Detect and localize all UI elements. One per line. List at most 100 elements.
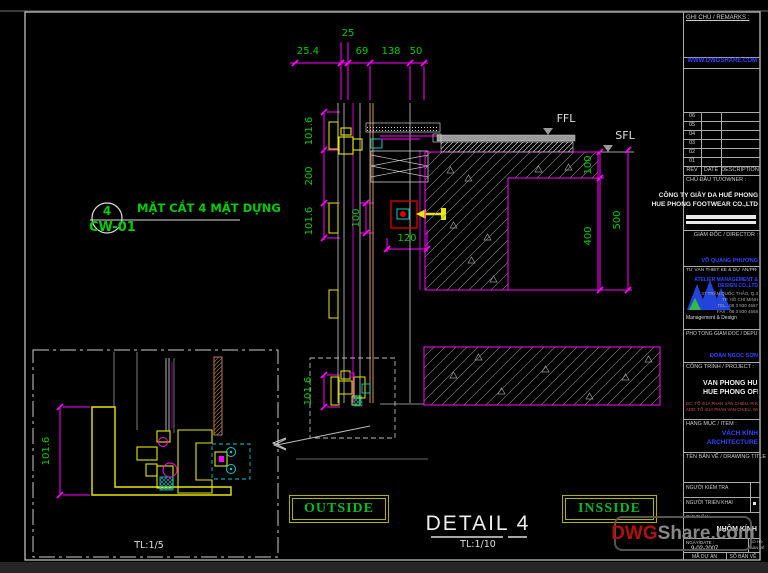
item-value1: VÁCH KÍNH xyxy=(721,430,758,437)
dim-slab-100: 100 xyxy=(583,155,594,175)
item-value2: ARCHITECTURE xyxy=(706,439,758,446)
head-connection-detail xyxy=(338,122,441,183)
watermark-share: Share.com xyxy=(657,522,755,544)
deputy-label: PHÓ TỔNG GIÁM ĐỐC / DEPUTY GENERAL DIREC… xyxy=(686,331,757,337)
detail-scale-label: TL:1/10 xyxy=(460,539,496,550)
floor-slab-upper xyxy=(424,133,634,291)
owner-name-en: HUE PHONG FOOTWEAR CO.,LTD xyxy=(651,201,758,208)
consultant-logo xyxy=(687,280,731,310)
project-address-en: ADD: TỔ 4/1A PHAN VAN CHIEU, WARD 12, GO… xyxy=(686,407,758,412)
outside-label: OUTSIDE xyxy=(303,501,375,516)
contract-label2: BẢN VẼ xyxy=(750,545,765,550)
sfl-label: SFL xyxy=(615,129,635,142)
top-dimension-chain xyxy=(290,42,428,100)
detail-title: DETAIL 4 xyxy=(425,512,531,535)
dim-transom-101_6: 101.6 xyxy=(303,376,314,406)
material-label: NHÔM KÍNH xyxy=(716,526,757,533)
ffl-label: FFL xyxy=(556,112,576,125)
transom-detail xyxy=(338,370,371,407)
callout-code: CW-01 xyxy=(89,220,136,235)
callout-box xyxy=(272,357,396,451)
drafter-mark xyxy=(753,502,756,505)
curtain-wall-section xyxy=(296,103,428,460)
drawing-title-label: TÊN BẢN VẼ / DRAWING TITLE : xyxy=(686,454,768,460)
rev-number: 04 xyxy=(688,131,696,137)
logo-caption: Management & Design xyxy=(686,315,737,321)
dim-top-138: 138 xyxy=(381,46,401,57)
project-name-en: HUE PHONG OFFICE xyxy=(703,389,758,396)
owner-bar xyxy=(686,221,756,224)
owner-name-vi: CÔNG TY GIẦY DA HUẾ PHONG xyxy=(658,192,758,199)
consultant-info: FAX : 08 3 930 4568 xyxy=(716,309,758,314)
rev-col2-divider xyxy=(721,112,722,175)
dim-anchor-120: 120 xyxy=(397,233,417,244)
rev-header-rev: REV xyxy=(686,167,698,173)
project-label: CÔNG TRÌNH / PROJECT : xyxy=(686,364,754,370)
rev-number: 05 xyxy=(688,122,696,128)
remarks-link[interactable]: WWW.DWGSHARE.COM xyxy=(687,58,757,64)
rev-number: 03 xyxy=(688,140,696,146)
consultant-info: TEL : 08 3 930 4567 xyxy=(717,303,758,308)
titleblock-left-border xyxy=(683,12,684,560)
rev-header-date: DATE xyxy=(703,167,719,173)
sign-col-divider xyxy=(750,482,751,512)
window-bottom-edge xyxy=(0,562,768,573)
dim-top-50: 50 xyxy=(409,46,423,57)
deputy-signature: ĐOÀN NGỌC SƠN xyxy=(709,353,758,359)
rev-header-desc: DESCRIPTION xyxy=(721,167,759,173)
section-callout xyxy=(90,202,240,234)
level-markers xyxy=(543,128,613,152)
date-label: NGÀY/DATE : xyxy=(686,540,715,545)
remarks-label: GHI CHÚ / REMARKS : xyxy=(686,15,750,21)
consultant-info: TP. HỒ CHÍ MINH xyxy=(721,297,758,302)
rev-number: 02 xyxy=(688,149,696,155)
checker-label: NGƯỜI KIỂM TRA xyxy=(686,485,729,491)
consultant-info: 47 TRẦN QUỐC THẢO, Q.3 xyxy=(701,291,758,296)
rev-number: 01 xyxy=(688,158,696,164)
item-label: HẠNG MỤC / ITEM : xyxy=(686,421,737,427)
outside-box-inner: OUTSIDE xyxy=(292,498,386,520)
contract-label1: SỐ HĐ xyxy=(750,539,763,544)
section-title: MẶT CẮT 4 MẶT DỰNG xyxy=(137,201,281,215)
dim-top-25: 25 xyxy=(341,28,355,39)
owner-bar xyxy=(686,215,756,219)
insside-label: INSSIDE xyxy=(577,501,642,516)
callout-number: 4 xyxy=(102,204,112,218)
insside-box: INSSIDE xyxy=(562,495,657,523)
dim-top-25_4: 25.4 xyxy=(296,46,320,57)
director-signature: VÕ QUANG PHƯƠNG xyxy=(701,258,758,264)
left-dimension-chain xyxy=(320,108,431,411)
watermark-dwg: DWG xyxy=(611,522,658,544)
sheet-border xyxy=(24,11,761,561)
enlarged-detail xyxy=(32,349,287,558)
title-block: GHI CHÚ / REMARKS : WWW.DWGSHARE.COM 06 … xyxy=(652,12,768,560)
consultant-label: TƯ VẤN THIẾT KẾ & DỰ ÁN/PROJECT & DESIGN… xyxy=(686,268,757,273)
rev-col1-divider xyxy=(701,112,702,175)
bottom-col-divider xyxy=(726,552,727,560)
project-name-vi: VĂN PHÒNG HUẾ PHONG xyxy=(703,380,758,387)
floor-slab-lower xyxy=(423,346,661,406)
dim-slab-500: 500 xyxy=(612,210,623,230)
outside-box: OUTSIDE xyxy=(289,495,389,523)
owner-label: CHỦ ĐẦU TƯ/OWNER : xyxy=(686,177,747,183)
dim-detail-101_6: 101.6 xyxy=(41,436,52,466)
dim-mullion-100: 100 xyxy=(351,208,362,228)
enlarged-scale-label: TL:1/5 xyxy=(134,540,164,551)
dim-left-101_6-a: 101.6 xyxy=(304,116,315,146)
consultant-name1: ATELIER MANAGEMENT & xyxy=(694,277,758,283)
insside-box-inner: INSSIDE xyxy=(565,498,654,520)
project-code-label: MÃ DỰ ÁN xyxy=(691,554,718,560)
dim-top-69: 69 xyxy=(355,46,369,57)
right-dimension-chain xyxy=(528,146,632,294)
consultant-name2: DESIGN CO.,LTD xyxy=(717,283,758,289)
dim-left-101_6-b: 101.6 xyxy=(304,206,315,236)
sheet-number-label: SỐ BẢN VẼ xyxy=(729,554,757,560)
project-address-vi: ĐC: TỔ 4/1A PHAN VĂN CHIÊU, PHƯỜNG 12, Q… xyxy=(686,401,758,406)
rev-number: 06 xyxy=(688,113,696,119)
window-top-edge xyxy=(0,10,768,12)
director-label: GIÁM ĐỐC / DIRECTOR : xyxy=(693,232,758,238)
dim-left-200: 200 xyxy=(304,166,315,186)
